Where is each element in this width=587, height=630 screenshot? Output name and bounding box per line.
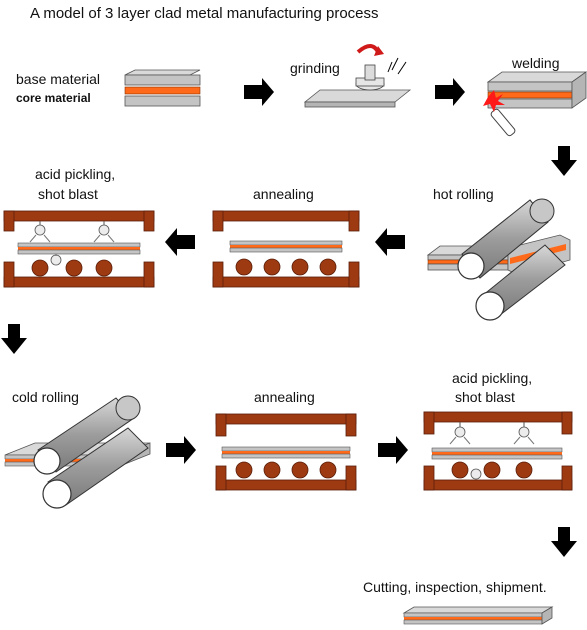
arrow-down-3 [551,527,577,557]
hot-rolling-station [426,198,571,321]
arrow-down-1 [551,146,577,176]
annealing-furnace-2 [215,413,357,491]
shot-blast-chamber-1 [3,210,155,288]
arrow-right-3 [166,436,196,464]
label-grinding: grinding [290,60,340,76]
cold-rolling-station [4,395,151,509]
label-cold-rolling: cold rolling [12,389,79,405]
arrow-left-2 [165,228,195,256]
shot-blast-chamber-2 [423,411,573,491]
arrow-right-2 [435,78,465,106]
weld-torch-icon [490,108,516,137]
spark-icon [387,57,407,75]
label-base-material: base material [16,71,101,87]
arrow-left-1 [375,228,405,256]
label-annealing-2: annealing [254,389,315,405]
three-layer-stack [124,69,201,107]
arrow-down-2 [1,324,27,354]
label-core-material: core material [16,91,91,105]
final-clad-plate [402,606,554,625]
label-cutting-inspection-shipment: Cutting, inspection, shipment. [363,579,547,595]
label-annealing-1: annealing [253,186,314,202]
arrow-right-4 [378,436,408,464]
label-acid-pickling-1-line1: acid pickling, [35,166,116,182]
welding-station [483,71,587,137]
arrow-right-1 [244,78,274,106]
grinding-station [303,44,412,108]
weld-flame-icon [483,90,505,112]
label-acid-pickling-2-line1: acid pickling, [452,370,533,386]
label-welding: welding [512,55,560,71]
diagram-title: A model of 3 layer clad metal manufactur… [30,5,379,22]
label-hot-rolling: hot rolling [433,186,494,202]
annealing-furnace-1 [212,210,360,288]
label-acid-pickling-1-line2: shot blast [38,186,98,202]
label-acid-pickling-2-line2: shot blast [455,389,515,405]
